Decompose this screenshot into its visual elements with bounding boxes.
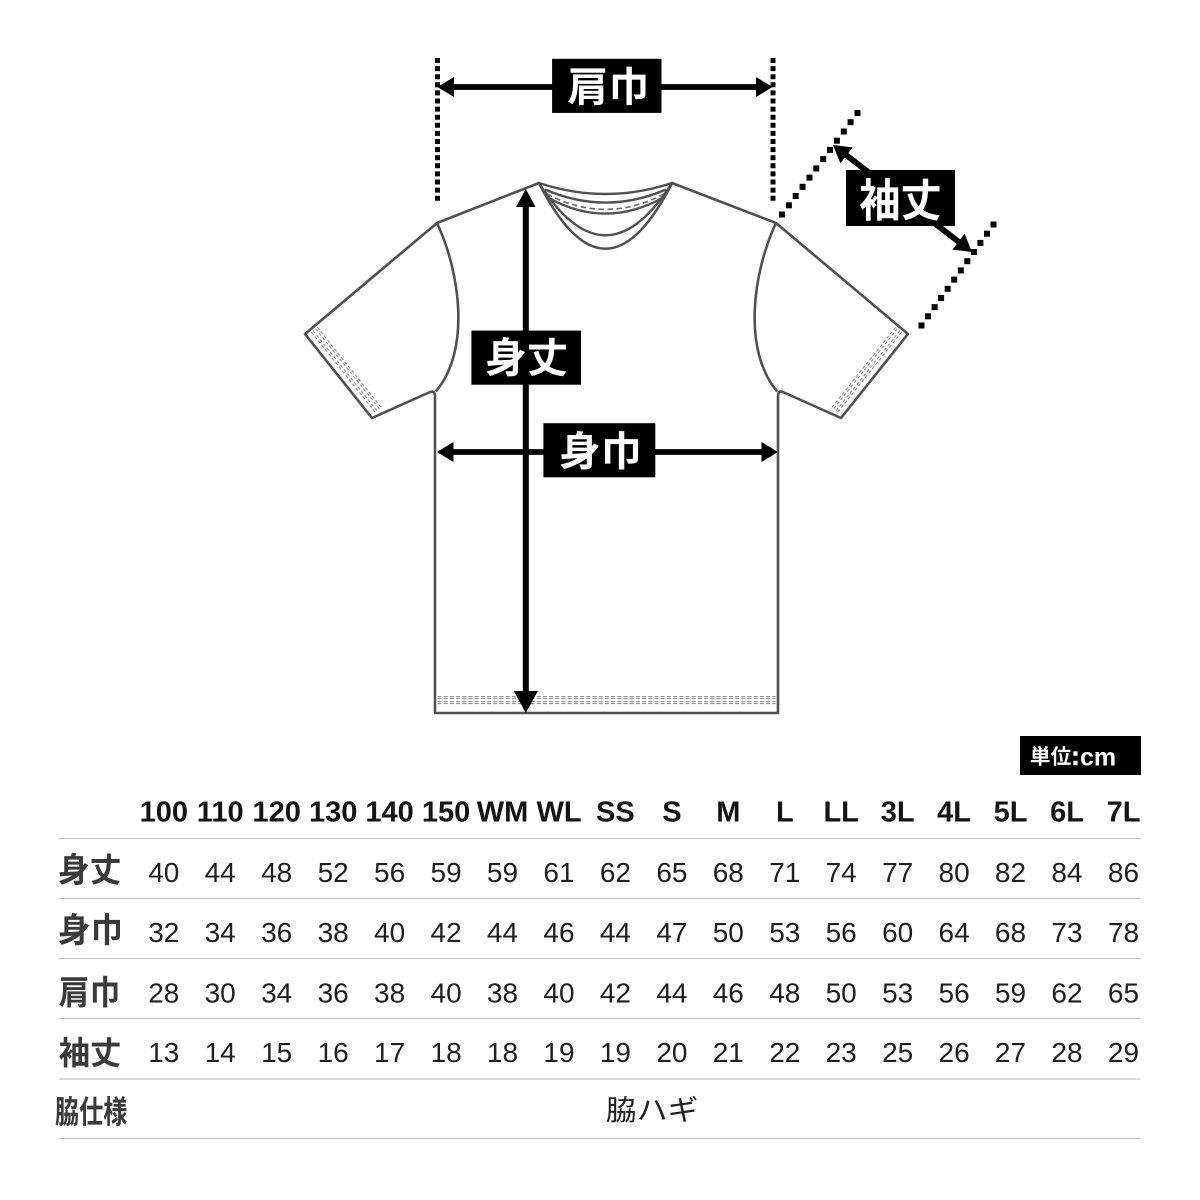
svg-text:84: 84 (1051, 857, 1082, 888)
svg-text:44: 44 (487, 917, 518, 948)
svg-text:50: 50 (713, 917, 744, 948)
svg-text:59: 59 (995, 977, 1026, 1008)
svg-text:80: 80 (939, 857, 970, 888)
svg-text:19: 19 (543, 1037, 574, 1068)
svg-text:34: 34 (205, 917, 236, 948)
svg-text:46: 46 (543, 917, 574, 948)
svg-text:42: 42 (431, 917, 462, 948)
svg-text:17: 17 (374, 1037, 405, 1068)
svg-text:42: 42 (600, 977, 631, 1008)
svg-text:56: 56 (374, 857, 405, 888)
svg-text:M: M (716, 797, 740, 829)
svg-text:82: 82 (995, 857, 1026, 888)
svg-text:15: 15 (261, 1037, 292, 1068)
svg-text:68: 68 (713, 857, 744, 888)
svg-text:36: 36 (261, 917, 292, 948)
svg-text:44: 44 (656, 977, 687, 1008)
svg-text:78: 78 (1108, 917, 1139, 948)
svg-text:40: 40 (543, 977, 574, 1008)
svg-text:5L: 5L (994, 797, 1028, 829)
svg-text:120: 120 (253, 797, 301, 829)
svg-text:53: 53 (769, 917, 800, 948)
svg-text:WL: WL (536, 797, 581, 829)
svg-text:110: 110 (197, 797, 244, 829)
svg-text:62: 62 (1051, 977, 1082, 1008)
svg-text:59: 59 (487, 857, 518, 888)
svg-text:73: 73 (1051, 917, 1082, 948)
svg-text:25: 25 (882, 1037, 913, 1068)
svg-text:SS: SS (596, 797, 635, 829)
svg-text:62: 62 (600, 857, 631, 888)
svg-text:59: 59 (431, 857, 462, 888)
svg-text:28: 28 (148, 977, 179, 1008)
svg-text:13: 13 (148, 1037, 179, 1068)
svg-text:100: 100 (140, 797, 188, 829)
svg-text:38: 38 (487, 977, 518, 1008)
svg-text:18: 18 (487, 1037, 518, 1068)
svg-text:56: 56 (826, 917, 857, 948)
svg-text:47: 47 (656, 917, 687, 948)
svg-text:26: 26 (939, 1037, 970, 1068)
svg-text:16: 16 (318, 1037, 349, 1068)
svg-text:27: 27 (995, 1037, 1026, 1068)
svg-text:6L: 6L (1050, 797, 1084, 829)
svg-text:38: 38 (374, 977, 405, 1008)
svg-text:65: 65 (1108, 977, 1139, 1008)
svg-text:14: 14 (205, 1037, 236, 1068)
svg-text:53: 53 (882, 977, 913, 1008)
svg-text:7L: 7L (1107, 797, 1141, 829)
svg-text:86: 86 (1108, 857, 1139, 888)
svg-text:20: 20 (656, 1037, 687, 1068)
svg-text:130: 130 (309, 797, 357, 829)
svg-text:28: 28 (1051, 1037, 1082, 1068)
svg-text:S: S (662, 797, 681, 829)
svg-text:44: 44 (600, 917, 631, 948)
svg-text:34: 34 (261, 977, 292, 1008)
svg-text:36: 36 (318, 977, 349, 1008)
svg-text:38: 38 (318, 917, 349, 948)
svg-text:60: 60 (882, 917, 913, 948)
svg-text:68: 68 (995, 917, 1026, 948)
svg-text:64: 64 (939, 917, 970, 948)
svg-text:44: 44 (205, 857, 236, 888)
svg-text:LL: LL (823, 797, 858, 829)
svg-text:74: 74 (826, 857, 857, 888)
svg-text:71: 71 (769, 857, 800, 888)
svg-text:21: 21 (713, 1037, 744, 1068)
svg-text:40: 40 (148, 857, 179, 888)
svg-text:40: 40 (374, 917, 405, 948)
svg-text:77: 77 (882, 857, 913, 888)
svg-text:40: 40 (431, 977, 462, 1008)
svg-text:19: 19 (600, 1037, 631, 1068)
svg-text:WM: WM (477, 797, 529, 829)
svg-text:29: 29 (1108, 1037, 1139, 1068)
svg-text:56: 56 (939, 977, 970, 1008)
svg-text:61: 61 (543, 857, 574, 888)
svg-text:46: 46 (713, 977, 744, 1008)
svg-text:L: L (776, 797, 794, 829)
svg-text:4L: 4L (937, 797, 971, 829)
svg-text:50: 50 (826, 977, 857, 1008)
svg-text:23: 23 (826, 1037, 857, 1068)
svg-text:32: 32 (148, 917, 179, 948)
svg-text:140: 140 (365, 797, 413, 829)
svg-text:22: 22 (769, 1037, 800, 1068)
svg-text:48: 48 (769, 977, 800, 1008)
svg-text:52: 52 (318, 857, 349, 888)
svg-text:65: 65 (656, 857, 687, 888)
svg-text:3L: 3L (881, 797, 915, 829)
svg-text:48: 48 (261, 857, 292, 888)
svg-text:cm: cm (1080, 744, 1116, 772)
svg-text:150: 150 (422, 797, 470, 829)
svg-text:30: 30 (205, 977, 236, 1008)
svg-text:18: 18 (431, 1037, 462, 1068)
